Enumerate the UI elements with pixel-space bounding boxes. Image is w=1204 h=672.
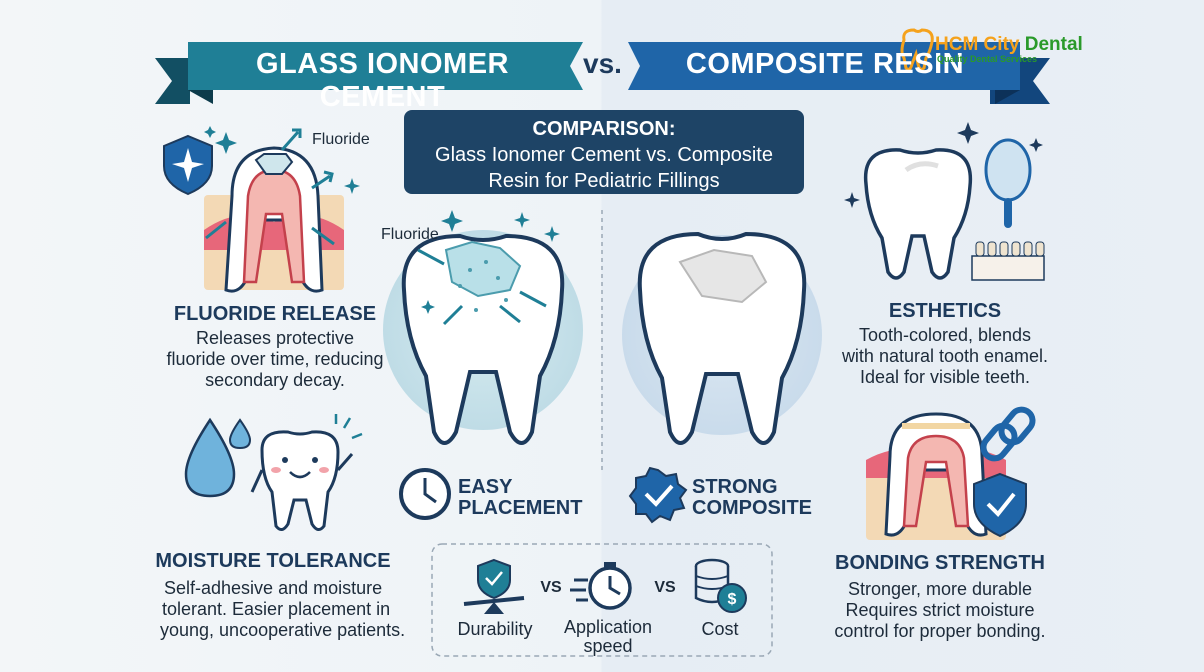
vs-label-2: VS	[654, 579, 676, 596]
vs-label: vs.	[583, 48, 622, 79]
bonding-strength-desc-1: Stronger, more durable	[847, 579, 1033, 599]
esthetics-desc-2: with natural tooth enamel.	[841, 346, 1049, 366]
moisture-tolerance-title: MOISTURE TOLERANCE	[155, 550, 391, 572]
strong-composite-label-1: STRONG	[692, 476, 778, 498]
brand-tooth-logo-icon	[900, 28, 934, 71]
check-shield-icon	[973, 472, 1027, 538]
strong-composite-label-2: COMPOSITE	[692, 497, 813, 519]
bonding-strength-desc-3: control for proper bonding.	[834, 621, 1046, 641]
right-ribbon	[628, 42, 1050, 104]
comparison-line3: Resin for Pediatric Fillings	[488, 170, 720, 192]
white-tooth-icon	[863, 148, 973, 280]
moisture-tolerance-desc-2: tolerant. Easier placement in	[162, 599, 391, 619]
chain-link-icon	[980, 406, 1036, 462]
hand-mirror-icon	[984, 138, 1032, 228]
comparison-title: COMPARISON:	[532, 118, 676, 140]
stopwatch-icon	[570, 562, 632, 610]
application-speed-label-2: speed	[583, 636, 633, 656]
bonded-tooth-cross-section-icon	[866, 412, 1006, 540]
easy-placement-label-1: EASY	[458, 476, 513, 498]
water-drop-icon	[184, 417, 252, 498]
esthetics-title: ESTHETICS	[888, 300, 1002, 322]
glass-ionomer-tooth-icon	[401, 210, 565, 445]
esthetics-desc-1: Tooth-colored, blends	[858, 325, 1032, 345]
svg-text:$: $	[728, 591, 737, 608]
coins-dollar-icon: $	[694, 558, 747, 613]
esthetics-desc-3: Ideal for visible teeth.	[859, 367, 1031, 387]
brand-name-part1: HCM City	[935, 34, 1020, 55]
fluoride-release-title: FLUORIDE RELEASE	[173, 303, 377, 325]
fluoride-tooth-cross-section-icon	[204, 146, 344, 293]
left-title: GLASS IONOMER CEMENT	[255, 48, 509, 113]
bonding-strength-title: BONDING STRENGTH	[835, 552, 1045, 574]
brand-name: HCM City Dental	[935, 34, 1083, 56]
comparison-line2: Glass Ionomer Cement vs. Composite	[435, 144, 773, 166]
fluoride-release-desc-3: secondary decay.	[205, 370, 345, 390]
brand-name-part2: Dental	[1024, 34, 1083, 55]
moisture-tolerance-desc-3: young, uncooperative patients.	[160, 620, 406, 640]
fluoride-label-center: Fluoride	[381, 226, 439, 243]
sparkle-icons	[204, 126, 360, 194]
clock-icon	[399, 468, 451, 520]
bottom-compare-box	[431, 543, 773, 657]
smiling-tooth-icon	[250, 414, 363, 531]
fluoride-release-desc-2: fluoride over time, reducing	[166, 349, 384, 369]
shield-icon	[163, 134, 213, 196]
fluoride-label-top: Fluoride	[312, 131, 370, 148]
arrow-icons	[205, 128, 335, 246]
composite-tooth-icon	[637, 231, 807, 445]
durability-label: Durability	[457, 619, 533, 639]
balance-shield-icon	[463, 558, 525, 614]
easy-placement-label-2: PLACEMENT	[458, 497, 583, 519]
vs-label-1: VS	[540, 579, 562, 596]
left-ribbon	[155, 42, 583, 104]
sparkle-icons-right	[844, 122, 1043, 208]
shade-guide-icon	[971, 241, 1045, 281]
fluoride-release-desc-1: Releases protective	[195, 328, 355, 348]
moisture-tolerance-desc-1: Self-adhesive and moisture	[164, 578, 383, 598]
application-speed-label-1: Application	[563, 617, 653, 637]
bonding-strength-desc-2: Requires strict moisture	[845, 600, 1035, 620]
brand-tagline: Quality Dental Services	[937, 54, 1038, 64]
right-title: COMPOSITE RESIN	[685, 48, 965, 80]
check-badge-icon	[628, 466, 688, 524]
comparison-box: COMPARISON: Glass Ionomer Cement vs. Com…	[404, 110, 804, 194]
cost-label: Cost	[701, 619, 739, 639]
